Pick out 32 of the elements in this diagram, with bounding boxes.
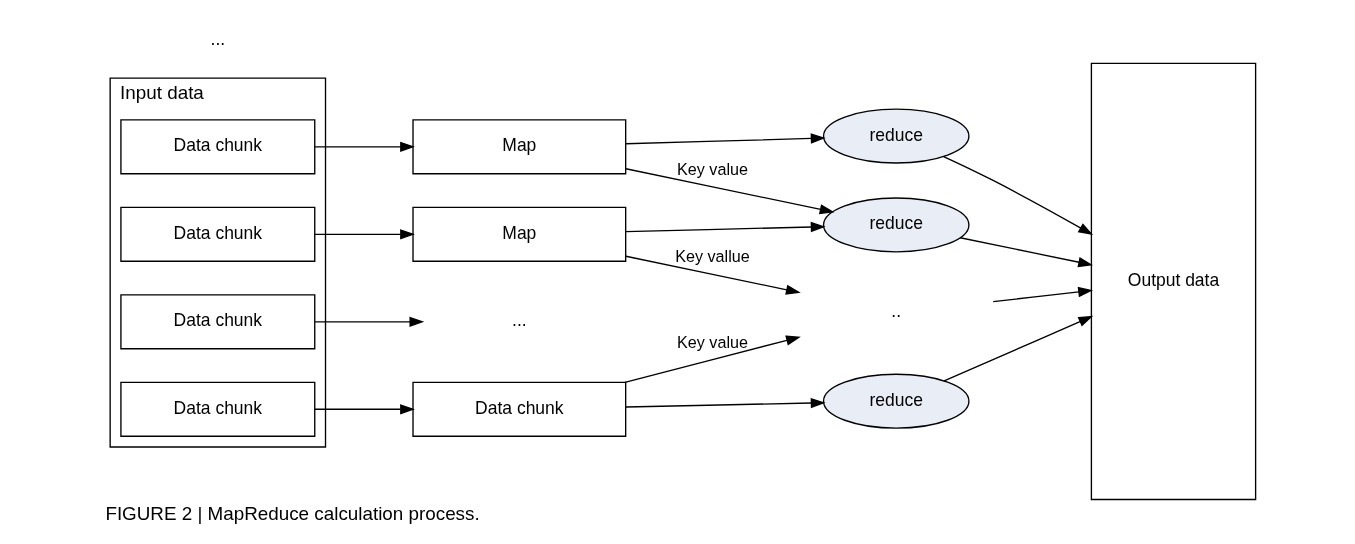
node-ellipse: reduce bbox=[822, 373, 970, 429]
label: ... bbox=[210, 29, 226, 50]
node-box: Data chunk bbox=[120, 381, 316, 437]
node-box: Data chunk bbox=[120, 119, 316, 175]
edge-label: Key vallue bbox=[675, 247, 750, 266]
edge-label: Key value bbox=[677, 159, 748, 178]
arrow bbox=[314, 316, 425, 327]
arrow bbox=[314, 404, 415, 415]
arrow bbox=[314, 229, 415, 240]
caption: FIGURE 2 | MapReduce calculation process. bbox=[105, 502, 480, 524]
arrow bbox=[943, 315, 1094, 382]
node-box: Data chunk bbox=[120, 294, 316, 350]
arrow bbox=[959, 237, 1093, 268]
node-ellipse: reduce bbox=[822, 197, 970, 253]
arrow bbox=[625, 221, 826, 233]
arrow bbox=[942, 155, 1094, 236]
node-text: .. bbox=[891, 300, 902, 321]
arrow bbox=[625, 255, 801, 295]
node-box: Data chunk bbox=[412, 381, 627, 437]
node-box: Map bbox=[412, 119, 627, 175]
node-box: Data chunk bbox=[120, 206, 316, 262]
node-box: Map bbox=[412, 206, 627, 262]
arrow bbox=[625, 133, 826, 145]
node-text: ... bbox=[512, 310, 527, 331]
arrow bbox=[625, 168, 835, 215]
node-box: Output data bbox=[1090, 62, 1257, 501]
arrow bbox=[625, 397, 826, 409]
arrow bbox=[992, 286, 1093, 303]
arrow bbox=[314, 141, 415, 152]
edge-label: Key value bbox=[677, 333, 748, 352]
node-ellipse: reduce bbox=[822, 108, 970, 164]
arrow bbox=[624, 335, 801, 383]
